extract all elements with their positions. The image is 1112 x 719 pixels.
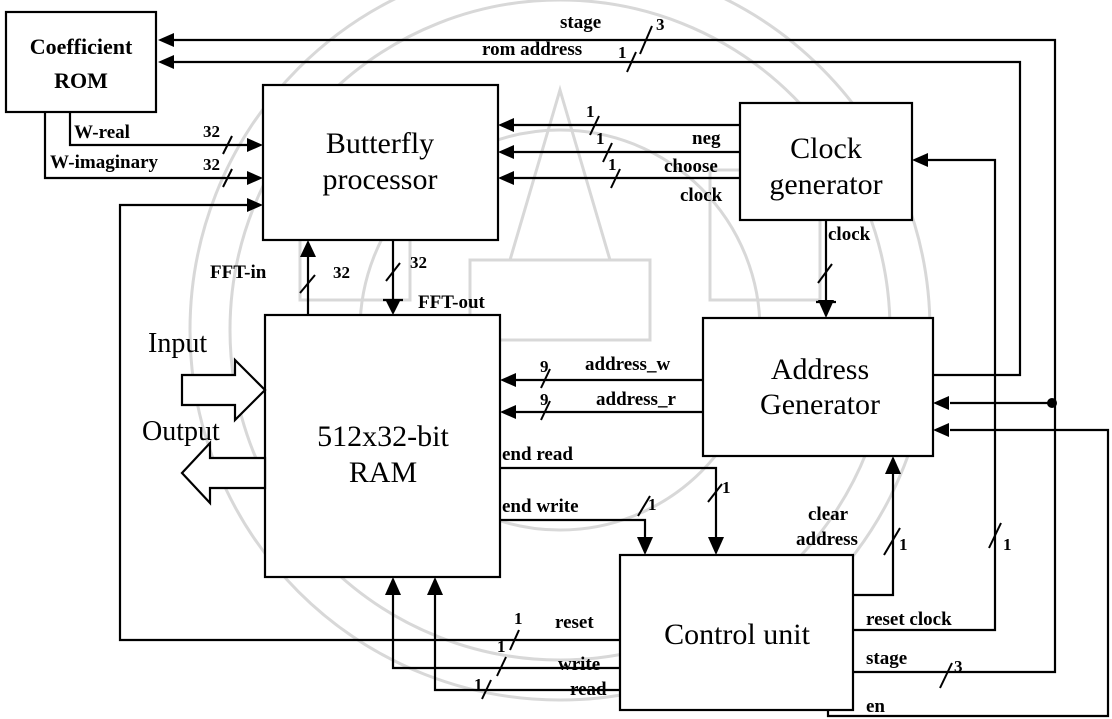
- clear-address-label-2: address: [796, 529, 858, 550]
- w-real-width: 32: [203, 122, 220, 141]
- rom-title-line1: Coefficient: [30, 34, 133, 59]
- en-label: en: [866, 696, 885, 717]
- fft-out-width: 32: [410, 253, 427, 272]
- address-w-label: address_w: [585, 354, 670, 375]
- ctrl-title: Control unit: [664, 618, 811, 651]
- clear-address-width: 1: [899, 535, 908, 554]
- addr-title-line2: Generator: [760, 388, 880, 421]
- butterfly-title-line1: Butterfly: [326, 127, 434, 160]
- w-real-wire: W-real 32: [70, 112, 263, 154]
- clock1-width: 1: [608, 155, 617, 174]
- ram-title-line2: RAM: [349, 456, 417, 489]
- read-width: 1: [474, 675, 483, 694]
- clock-title-line1: Clock: [790, 132, 862, 165]
- w-imaginary-label: W-imaginary: [50, 152, 159, 173]
- butterfly-title-line2: processor: [323, 163, 438, 196]
- address-generator-block: Address Generator: [703, 318, 933, 456]
- end-read-width: 1: [722, 478, 731, 497]
- stage-bottom-width: 3: [954, 657, 963, 676]
- read-wire: read 1: [427, 577, 620, 700]
- butterfly-processor-block: Butterfly processor: [263, 85, 498, 240]
- address-w-width: 9: [540, 357, 549, 376]
- fft-out-label: FFT-out: [418, 292, 486, 313]
- rom-address-width: 1: [618, 43, 627, 62]
- address-r-width: 9: [540, 390, 549, 409]
- stage-top-width: 3: [656, 15, 665, 34]
- reset-width: 1: [514, 609, 523, 628]
- w-imaginary-width: 32: [203, 155, 220, 174]
- input-label: Input: [148, 328, 207, 359]
- stage-top-label: stage: [560, 12, 601, 33]
- reset-clock-label: reset clock: [866, 609, 952, 630]
- choose-width: 1: [596, 129, 605, 148]
- clock2-wire: clock: [816, 220, 871, 318]
- end-write-label: end write: [502, 496, 579, 517]
- read-label: read: [570, 679, 607, 700]
- stage-bottom-label: stage: [866, 648, 907, 669]
- write-label: write: [558, 654, 600, 675]
- input-arrow: Input: [148, 328, 265, 420]
- address-r-wire: address_r 9: [500, 389, 703, 420]
- clock2-label: clock: [828, 224, 871, 245]
- reset-clock-width: 1: [1003, 535, 1012, 554]
- ram-block: 512x32-bit RAM: [265, 315, 500, 577]
- write-width: 1: [497, 637, 506, 656]
- end-write-width: 1: [648, 495, 657, 514]
- output-label: Output: [142, 416, 220, 447]
- w-real-label: W-real: [74, 122, 130, 143]
- clock1-label: clock: [680, 185, 723, 206]
- clock-title-line2: generator: [769, 168, 882, 201]
- addr-title-line1: Address: [771, 353, 869, 386]
- rom-title-line2: ROM: [54, 68, 108, 93]
- neg-label: neg: [692, 128, 721, 149]
- choose-label: choose: [664, 156, 718, 177]
- end-read-label: end read: [502, 444, 573, 465]
- address-r-label: address_r: [596, 389, 676, 410]
- coefficient-rom-block: Coefficient ROM: [6, 12, 156, 112]
- neg-width: 1: [586, 102, 595, 121]
- neg-wire: neg 1: [498, 102, 740, 149]
- clear-address-label-1: clear: [808, 504, 849, 525]
- fft-in-label: FFT-in: [210, 262, 267, 283]
- control-unit-block: Control unit: [620, 555, 853, 710]
- address-w-wire: address_w 9: [500, 354, 703, 388]
- end-write-wire: end write 1: [500, 495, 657, 555]
- rom-address-label: rom address: [482, 39, 582, 60]
- reset-label: reset: [555, 612, 594, 633]
- clock-generator-block: Clock generator: [740, 103, 912, 220]
- fft-in-width: 32: [333, 263, 350, 282]
- ram-title-line1: 512x32-bit: [317, 420, 449, 453]
